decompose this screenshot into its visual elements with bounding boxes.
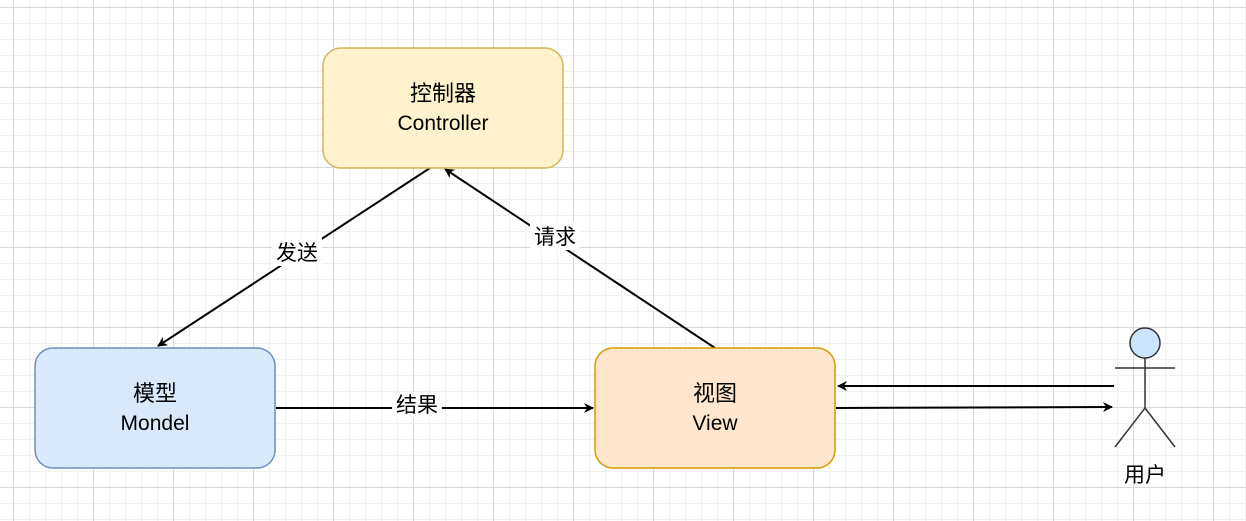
- edge-request-label-bg: [530, 222, 580, 250]
- view-node[interactable]: 视图 View: [594, 347, 836, 469]
- user-actor[interactable]: 用户: [1114, 327, 1176, 487]
- model-node[interactable]: 模型 Mondel: [34, 347, 276, 469]
- view-box: [594, 347, 836, 469]
- edge-send-label-bg: [272, 238, 322, 266]
- edge-request-label: 请求: [534, 225, 576, 249]
- edge-result-label: 结果: [396, 393, 438, 417]
- controller-subtitle: Controller: [397, 112, 488, 135]
- edge-send: 发送: [157, 167, 431, 347]
- view-title: 视图: [693, 382, 737, 407]
- edge-send-label: 发送: [276, 241, 318, 265]
- edge-result: 结果: [276, 392, 594, 418]
- model-title: 模型: [133, 382, 177, 407]
- user-label: 用户: [1124, 463, 1166, 487]
- view-subtitle: View: [692, 412, 738, 435]
- controller-title: 控制器: [410, 82, 476, 107]
- controller-box: [322, 47, 564, 169]
- edge-view-to-user: [835, 402, 1113, 413]
- edge-request: 请求: [444, 168, 716, 349]
- model-box: [34, 347, 276, 469]
- edge-result-label-bg: [392, 392, 442, 418]
- user-icon: [1114, 327, 1176, 448]
- controller-node[interactable]: 控制器 Controller: [322, 47, 564, 169]
- model-subtitle: Mondel: [121, 412, 190, 435]
